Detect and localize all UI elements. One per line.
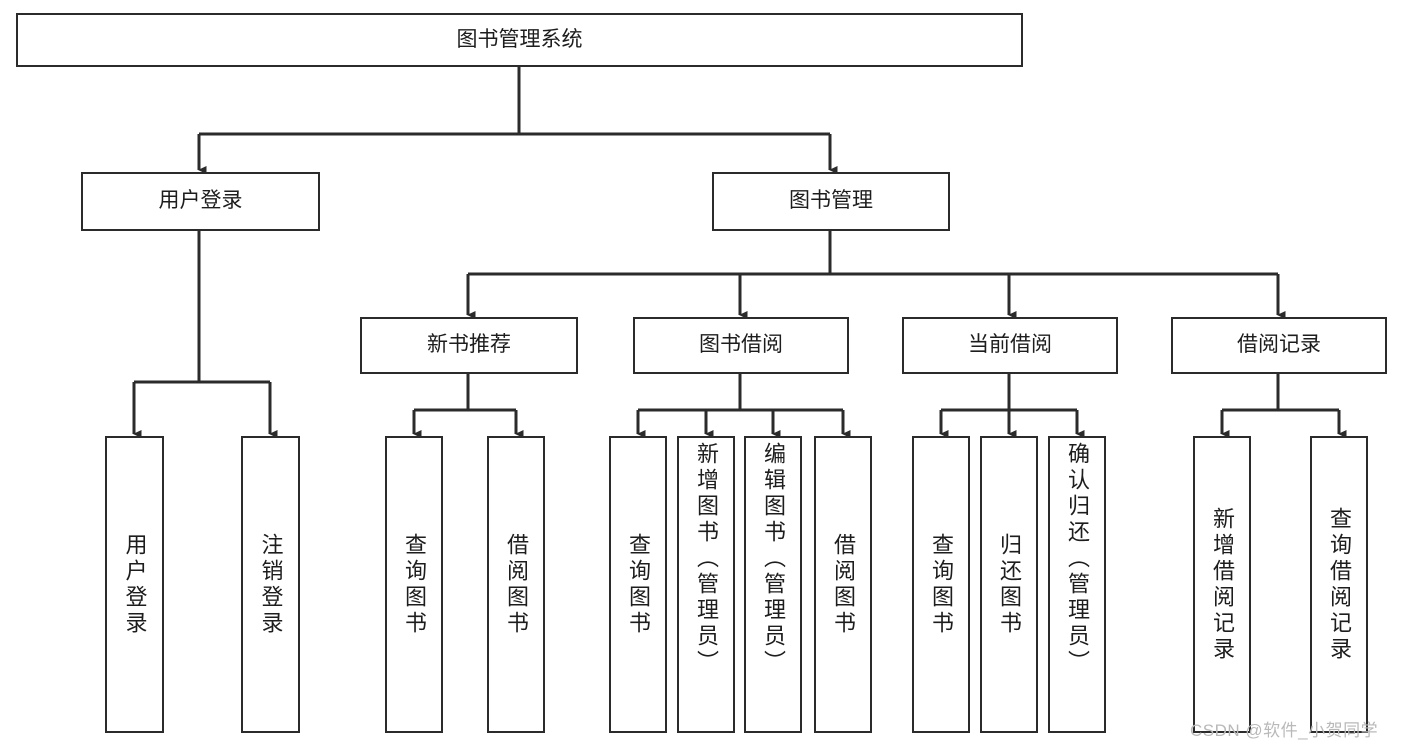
node-leaf-add-book[interactable]: 新增图书（管理员） bbox=[677, 436, 735, 733]
node-root[interactable]: 图书管理系统 bbox=[16, 13, 1023, 67]
node-leaf-confirm-return-label: 确认归还（管理员） bbox=[1065, 442, 1090, 676]
node-leaf-borrow-book-2-label: 借阅图书 bbox=[831, 532, 856, 637]
node-root-label: 图书管理系统 bbox=[456, 27, 583, 51]
node-leaf-add-book-label: 新增图书（管理员） bbox=[694, 442, 719, 676]
node-user-login-label: 用户登录 bbox=[158, 189, 243, 213]
node-borrow-record[interactable]: 借阅记录 bbox=[1171, 317, 1387, 374]
node-book-manage[interactable]: 图书管理 bbox=[712, 172, 950, 231]
node-new-book-rec[interactable]: 新书推荐 bbox=[360, 317, 578, 374]
node-leaf-edit-book-label: 编辑图书（管理员） bbox=[761, 442, 786, 676]
node-leaf-return-book-label: 归还图书 bbox=[997, 532, 1022, 637]
node-user-login[interactable]: 用户登录 bbox=[81, 172, 320, 231]
node-leaf-query-book-3[interactable]: 查询图书 bbox=[912, 436, 970, 733]
node-leaf-logout[interactable]: 注销登录 bbox=[241, 436, 300, 733]
node-leaf-add-record-label: 新增借阅记录 bbox=[1210, 506, 1235, 663]
node-book-borrow-label: 图书借阅 bbox=[699, 333, 783, 357]
node-new-book-rec-label: 新书推荐 bbox=[427, 333, 511, 357]
node-leaf-query-book-3-label: 查询图书 bbox=[929, 532, 954, 637]
node-leaf-borrow-book-1-label: 借阅图书 bbox=[504, 532, 529, 637]
node-current-borrow[interactable]: 当前借阅 bbox=[902, 317, 1118, 374]
node-leaf-query-record-label: 查询借阅记录 bbox=[1327, 506, 1352, 663]
node-leaf-add-record[interactable]: 新增借阅记录 bbox=[1193, 436, 1251, 733]
node-leaf-query-book-1-label: 查询图书 bbox=[402, 532, 427, 637]
node-book-borrow[interactable]: 图书借阅 bbox=[633, 317, 849, 374]
node-current-borrow-label: 当前借阅 bbox=[968, 333, 1052, 357]
node-leaf-user-login[interactable]: 用户登录 bbox=[105, 436, 164, 733]
node-leaf-confirm-return[interactable]: 确认归还（管理员） bbox=[1048, 436, 1106, 733]
node-leaf-query-book-2-label: 查询图书 bbox=[626, 532, 651, 637]
node-book-manage-label: 图书管理 bbox=[789, 189, 873, 213]
node-leaf-return-book[interactable]: 归还图书 bbox=[980, 436, 1038, 733]
node-leaf-edit-book[interactable]: 编辑图书（管理员） bbox=[744, 436, 802, 733]
node-leaf-borrow-book-1[interactable]: 借阅图书 bbox=[487, 436, 545, 733]
node-leaf-logout-label: 注销登录 bbox=[258, 532, 284, 637]
node-leaf-query-record[interactable]: 查询借阅记录 bbox=[1310, 436, 1368, 733]
node-leaf-borrow-book-2[interactable]: 借阅图书 bbox=[814, 436, 872, 733]
node-borrow-record-label: 借阅记录 bbox=[1237, 333, 1321, 357]
node-leaf-query-book-2[interactable]: 查询图书 bbox=[609, 436, 667, 733]
node-leaf-user-login-label: 用户登录 bbox=[122, 532, 148, 637]
node-leaf-query-book-1[interactable]: 查询图书 bbox=[385, 436, 443, 733]
